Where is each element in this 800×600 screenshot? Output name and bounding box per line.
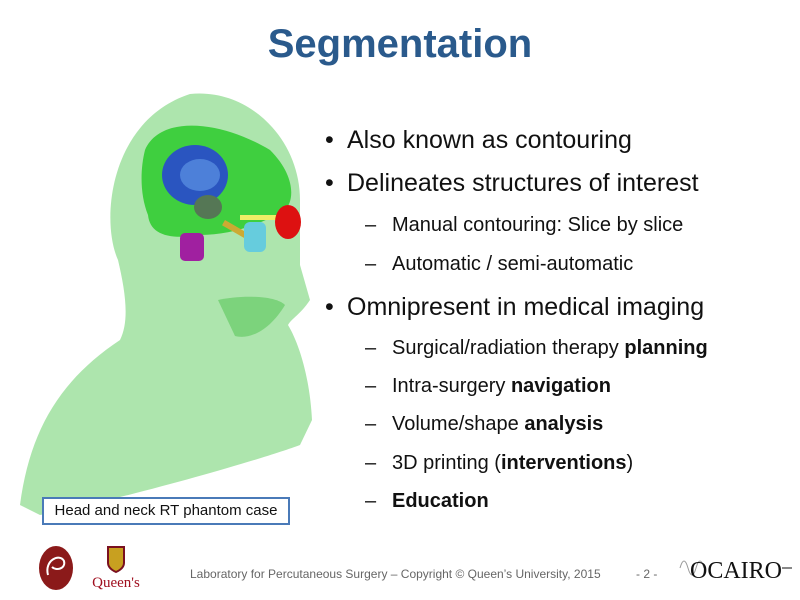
dash-icon: – bbox=[365, 375, 377, 397]
bullet-icon: • bbox=[325, 126, 334, 154]
bullet-text: Also known as contouring bbox=[347, 126, 632, 154]
bullet-2: • Delineates structures of interest bbox=[325, 169, 699, 198]
sub-text: Volume/shape bbox=[392, 413, 525, 435]
bullet-1: • Also known as contouring bbox=[325, 126, 632, 155]
sub-bullet-3: –Surgical/radiation therapy planning bbox=[365, 337, 708, 360]
svg-text:OCAIRO: OCAIRO bbox=[690, 558, 782, 584]
sub-bold: interventions bbox=[500, 452, 627, 474]
sub-text-after: ) bbox=[626, 452, 634, 474]
eye-structure bbox=[275, 205, 301, 239]
sub-bullet-7: –Education bbox=[365, 490, 489, 513]
sub-bullet-4: –Intra-surgery navigation bbox=[365, 375, 611, 398]
sub-bullet-2: –Automatic / semi-automatic bbox=[365, 253, 633, 276]
dash-icon: – bbox=[365, 452, 377, 474]
sub-text: Intra-surgery bbox=[392, 375, 511, 397]
bullet-text: Omnipresent in medical imaging bbox=[347, 293, 705, 321]
sub-bullet-6: –3D printing (interventions) bbox=[365, 452, 633, 475]
dash-icon: – bbox=[365, 413, 377, 435]
head-neck-segmentation-render bbox=[20, 93, 312, 516]
sub-bold: navigation bbox=[510, 375, 611, 397]
bullet-icon: • bbox=[325, 169, 334, 197]
sub-text: Manual contouring: Slice by slice bbox=[392, 214, 684, 236]
bullet-text: Delineates structures of interest bbox=[347, 169, 699, 197]
figure-caption: Head and neck RT phantom case bbox=[42, 497, 290, 525]
slide-title: Segmentation bbox=[267, 22, 533, 66]
svg-text:Queen's: Queen's bbox=[92, 575, 140, 591]
queens-logo: Queen's bbox=[92, 546, 140, 591]
cyan-structure bbox=[244, 222, 266, 252]
brainstem-structure bbox=[194, 195, 222, 219]
page-number: - 2 - bbox=[636, 567, 658, 581]
footer-copyright: Laboratory for Percutaneous Surgery – Co… bbox=[190, 567, 601, 581]
dash-icon: – bbox=[365, 337, 377, 359]
dash-icon: – bbox=[365, 214, 377, 236]
spinal-structure bbox=[180, 233, 204, 261]
dash-icon: – bbox=[365, 490, 377, 512]
sub-bold: analysis bbox=[524, 413, 604, 435]
perk-logo bbox=[39, 546, 73, 590]
sub-bold: planning bbox=[624, 337, 708, 359]
ocairo-logo: OCAIRO bbox=[679, 558, 792, 584]
sub-text: Automatic / semi-automatic bbox=[392, 253, 634, 275]
bullet-icon: • bbox=[325, 293, 334, 321]
sub-bullet-1: –Manual contouring: Slice by slice bbox=[365, 214, 683, 237]
sub-bold: Education bbox=[392, 490, 489, 512]
bullet-3: • Omnipresent in medical imaging bbox=[325, 293, 704, 322]
dash-icon: – bbox=[365, 253, 377, 275]
sub-text: 3D printing ( bbox=[392, 452, 501, 474]
sub-bullet-5: –Volume/shape analysis bbox=[365, 413, 603, 436]
sub-text: Surgical/radiation therapy bbox=[392, 337, 625, 359]
